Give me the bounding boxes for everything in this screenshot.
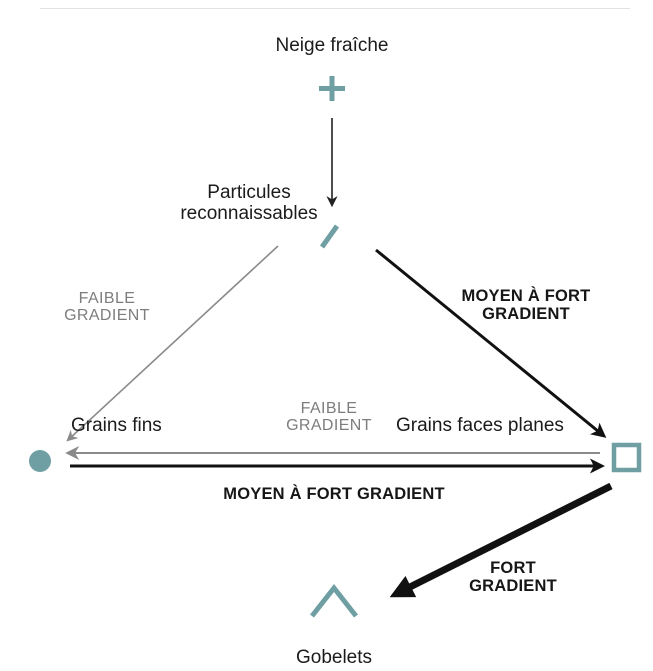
label-particules: Particules reconnaissables	[180, 182, 318, 224]
caret-up-icon	[310, 583, 358, 618]
edge-label-moyen-bottom: MOYEN À FORT GRADIENT	[223, 485, 445, 503]
edge-label-moyen-right-line1: MOYEN À FORT	[461, 287, 591, 305]
edge-label-moyen-right: MOYEN À FORT GRADIENT	[461, 287, 591, 324]
edge-label-faible-middle: FAIBLE GRADIENT	[286, 400, 372, 435]
edge-label-faible-left: FAIBLE GRADIENT	[64, 290, 150, 325]
slash-icon	[319, 224, 340, 249]
edge-label-fort-line1: FORT	[490, 559, 536, 577]
label-grains-faces-planes: Grains faces planes	[396, 415, 564, 436]
edge-label-fort: FORT GRADIENT	[469, 559, 557, 596]
filled-circle-icon	[29, 450, 51, 472]
label-particules-line2: reconnaissables	[180, 202, 318, 224]
label-particules-line1: Particules	[207, 182, 291, 203]
label-neige-fraiche: Neige fraîche	[275, 35, 389, 56]
edge-label-moyen-right-line2: GRADIENT	[482, 304, 570, 323]
edge-label-faible-left-line1: FAIBLE	[78, 290, 136, 307]
edge-label-fort-line2: GRADIENT	[469, 576, 557, 595]
label-gobelets: Gobelets	[295, 647, 373, 668]
plus-icon	[319, 76, 345, 101]
arrow-particules-to-grains-fins	[66, 245, 279, 442]
edge-label-faible-left-line2: GRADIENT	[64, 307, 150, 325]
arrow-particules-to-faces-planes	[375, 248, 607, 438]
edge-label-faible-middle-line1: FAIBLE	[300, 400, 358, 417]
top-border	[40, 8, 630, 9]
edge-label-faible-middle-line2: GRADIENT	[286, 417, 372, 435]
label-grains-fins: Grains fins	[71, 415, 162, 436]
arrow-faces-planes-to-gobelets	[389, 482, 613, 598]
square-icon	[611, 442, 642, 473]
